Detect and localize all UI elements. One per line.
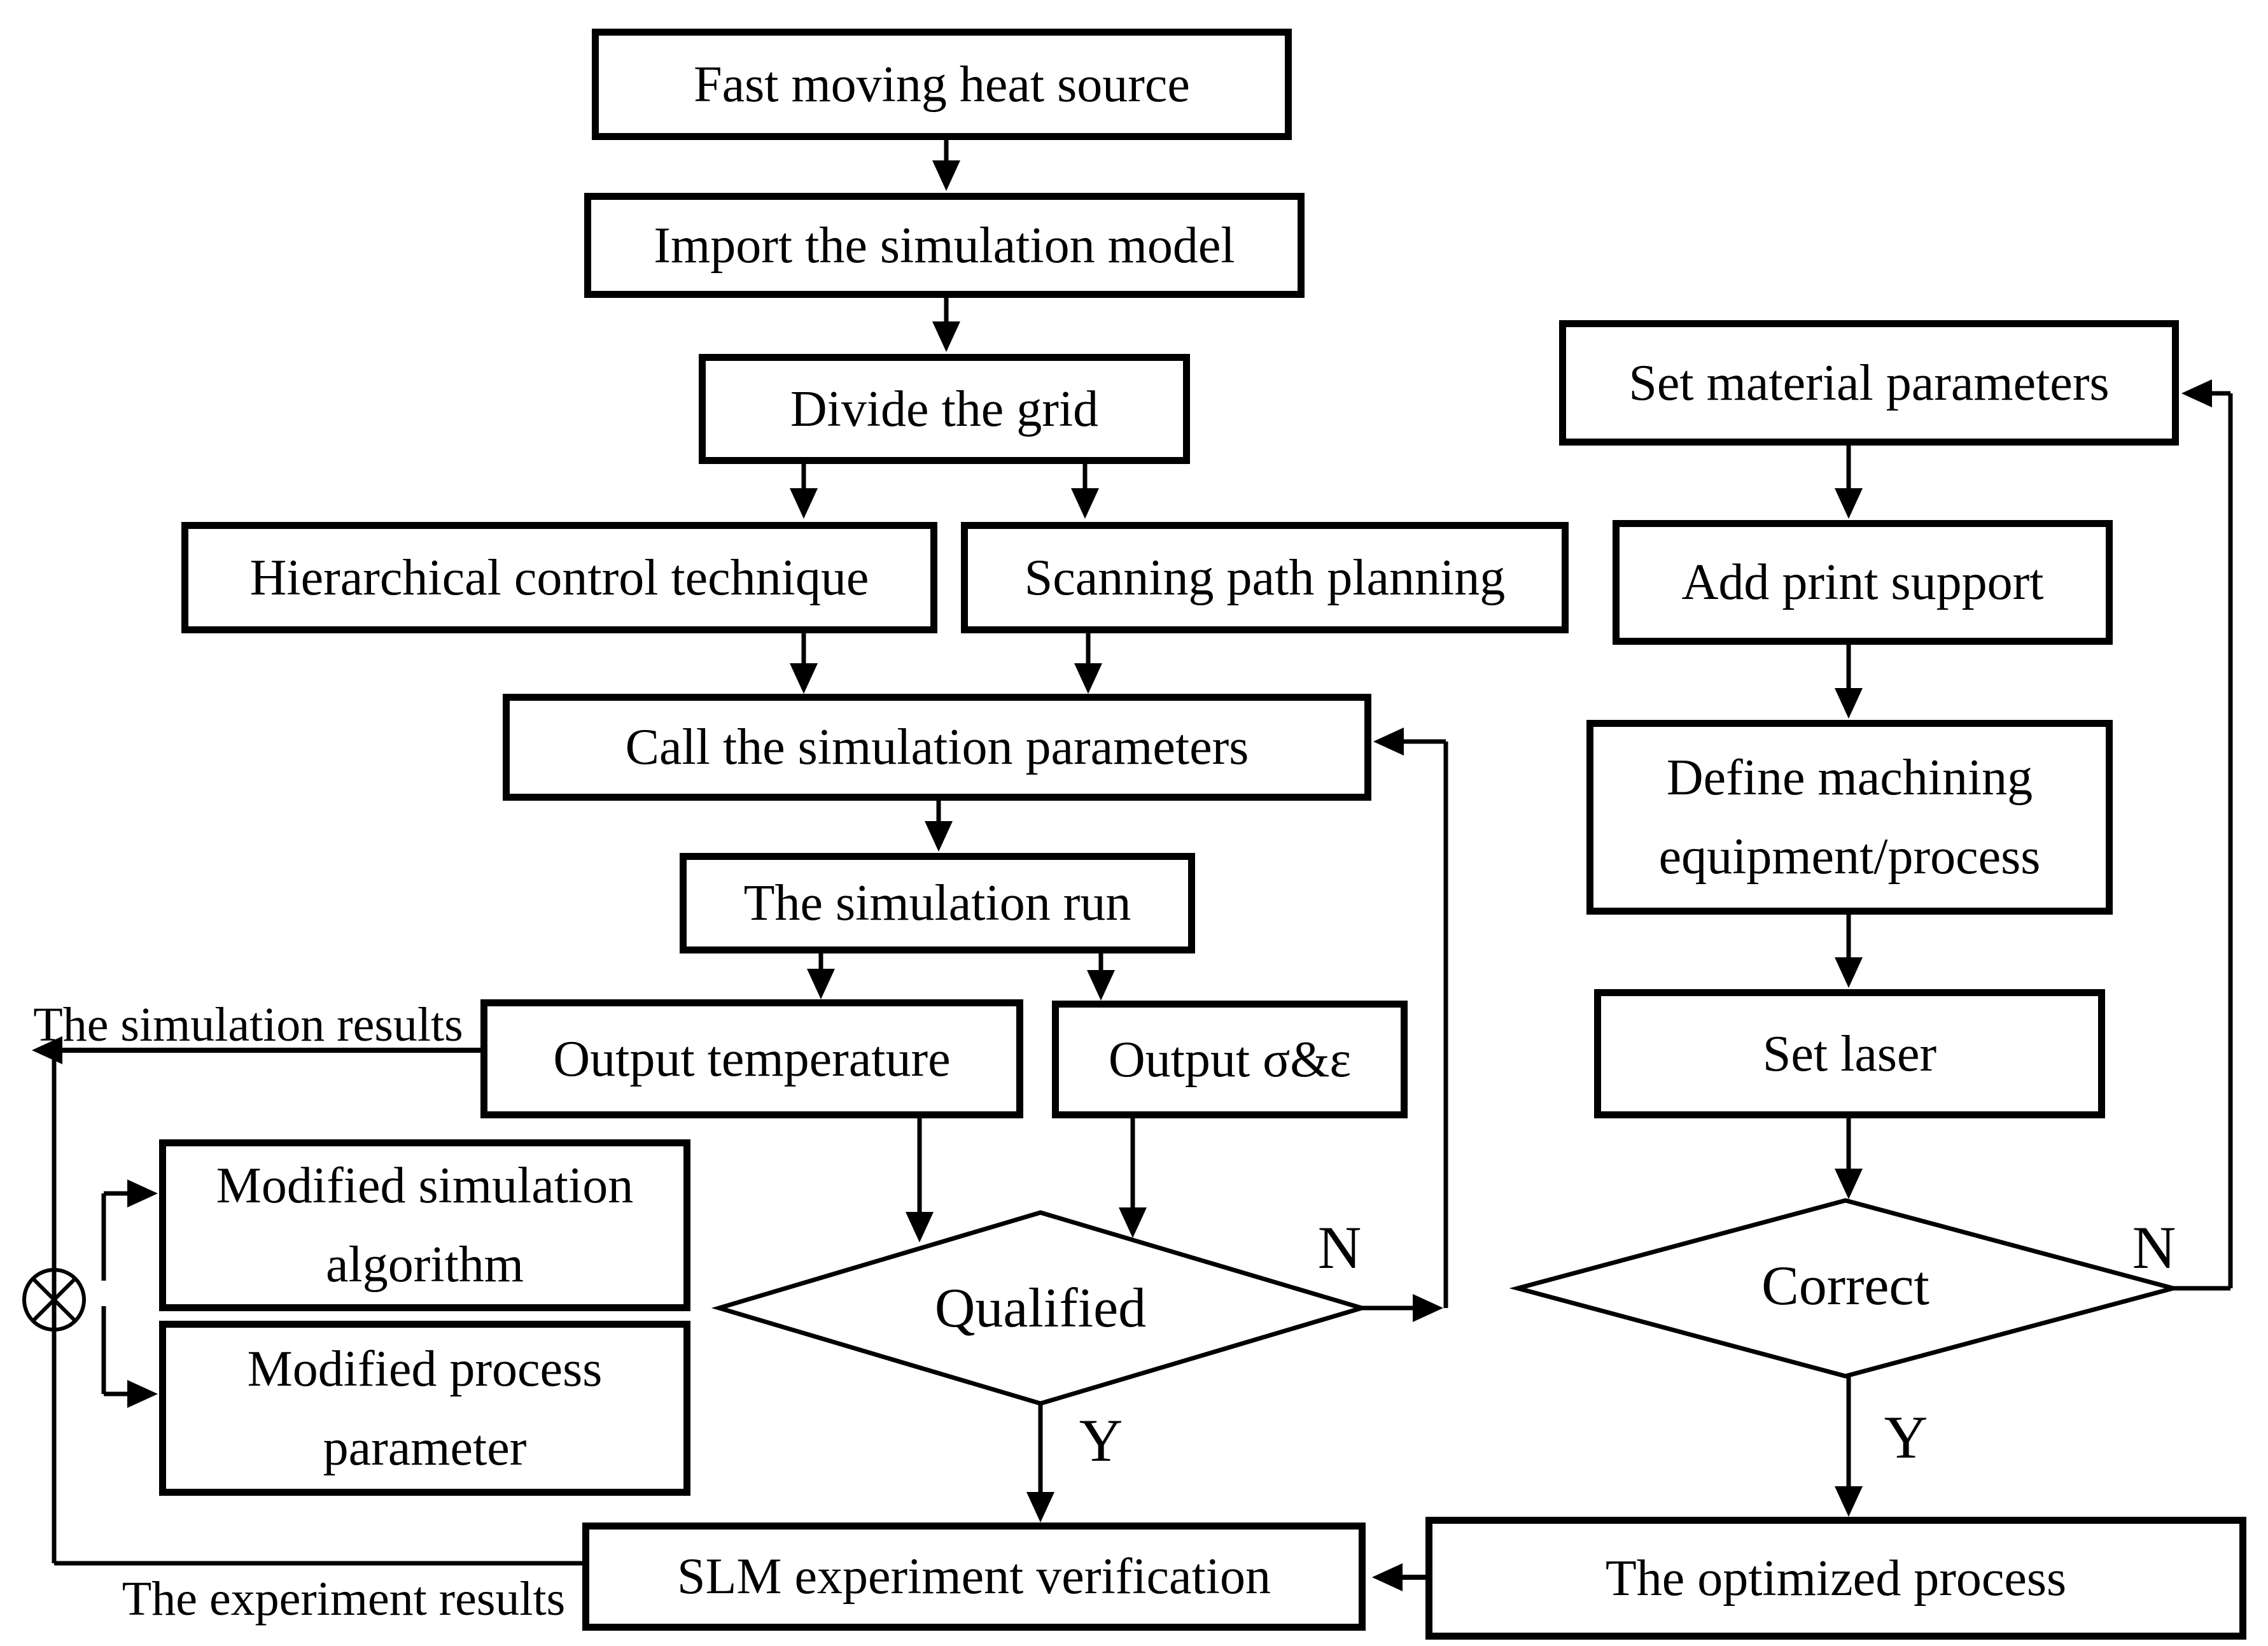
arrowhead-qualified-yes <box>1026 1492 1054 1523</box>
node-optimized-process: The optimized process <box>1425 1517 2246 1640</box>
arrowhead-define-to-laser <box>1835 957 1863 988</box>
qualified-decision-label: Qualified <box>934 1277 1147 1339</box>
node-slm-experiment-verification: SLM experiment verification <box>582 1523 1366 1631</box>
node-scanning-path-planning: Scanning path planning <box>961 522 1569 633</box>
node-modified-simulation-algorithm: Modified simulation algorithm <box>159 1139 690 1311</box>
node-output-sigma-epsilon: Output σ&ε <box>1052 1001 1408 1118</box>
node-define-machining-equipment-process: Define machining equipment/process <box>1586 720 2113 915</box>
arrowhead-correct-yes <box>1835 1486 1863 1517</box>
arrowhead-import-to-divide <box>932 321 960 352</box>
arrowhead-run-to-sigma <box>1087 970 1115 1001</box>
correct-yes-label: Y <box>1884 1403 1928 1471</box>
arrowhead-correct-no-return <box>2181 379 2212 407</box>
correct-decision-label: Correct <box>1761 1255 1929 1317</box>
arrowhead-heat-to-import <box>932 160 960 191</box>
arrowhead-run-to-temperature <box>807 969 835 999</box>
node-simulation-run: The simulation run <box>680 853 1195 953</box>
experiment-results-annotation: The experiment results <box>122 1572 566 1626</box>
correct-no-label: N <box>2132 1214 2176 1281</box>
node-divide-grid: Divide the grid <box>699 354 1190 464</box>
arrowhead-call-to-run <box>925 821 953 852</box>
node-fast-moving-heat-source: Fast moving heat source <box>592 29 1292 140</box>
node-hierarchical-control-technique: Hierarchical control technique <box>181 522 937 633</box>
arrowhead-sigma-to-qualified <box>1119 1207 1147 1238</box>
arrowhead-scanning-to-call <box>1074 663 1102 694</box>
node-modified-process-parameter: Modified process parameter <box>159 1321 690 1496</box>
node-set-laser: Set laser <box>1594 989 2105 1118</box>
arrowhead-hierarchical-to-call <box>790 663 818 694</box>
correct-diamond-shape <box>1509 1198 2182 1379</box>
node-import-simulation-model: Import the simulation model <box>584 193 1305 298</box>
arrowhead-divide-to-scanning <box>1071 488 1099 519</box>
node-call-simulation-parameters: Call the simulation parameters <box>503 694 1371 801</box>
arrowhead-support-to-define <box>1835 688 1863 719</box>
arrowhead-laser-to-correct <box>1835 1169 1863 1199</box>
simulation-results-annotation: The simulation results <box>33 998 463 1052</box>
node-add-print-support: Add print support <box>1613 520 2113 645</box>
arrowhead-to-modified-parameter <box>127 1380 158 1408</box>
arrowhead-temperature-to-qualified <box>906 1212 934 1242</box>
arrowhead-optimized-to-slm <box>1372 1563 1403 1591</box>
arrowhead-material-to-support <box>1835 488 1863 519</box>
arrowhead-divide-to-hierarchical <box>790 488 818 519</box>
arrowhead-to-modified-algorithm <box>127 1179 158 1207</box>
arrowhead-qualified-no <box>1413 1294 1443 1322</box>
qualified-yes-label: Y <box>1079 1406 1123 1474</box>
node-output-temperature: Output temperature <box>480 999 1023 1118</box>
qualified-no-label: N <box>1317 1214 1362 1281</box>
arrowhead-qualified-no-return <box>1373 728 1404 756</box>
node-set-material-parameters: Set material parameters <box>1559 320 2179 446</box>
